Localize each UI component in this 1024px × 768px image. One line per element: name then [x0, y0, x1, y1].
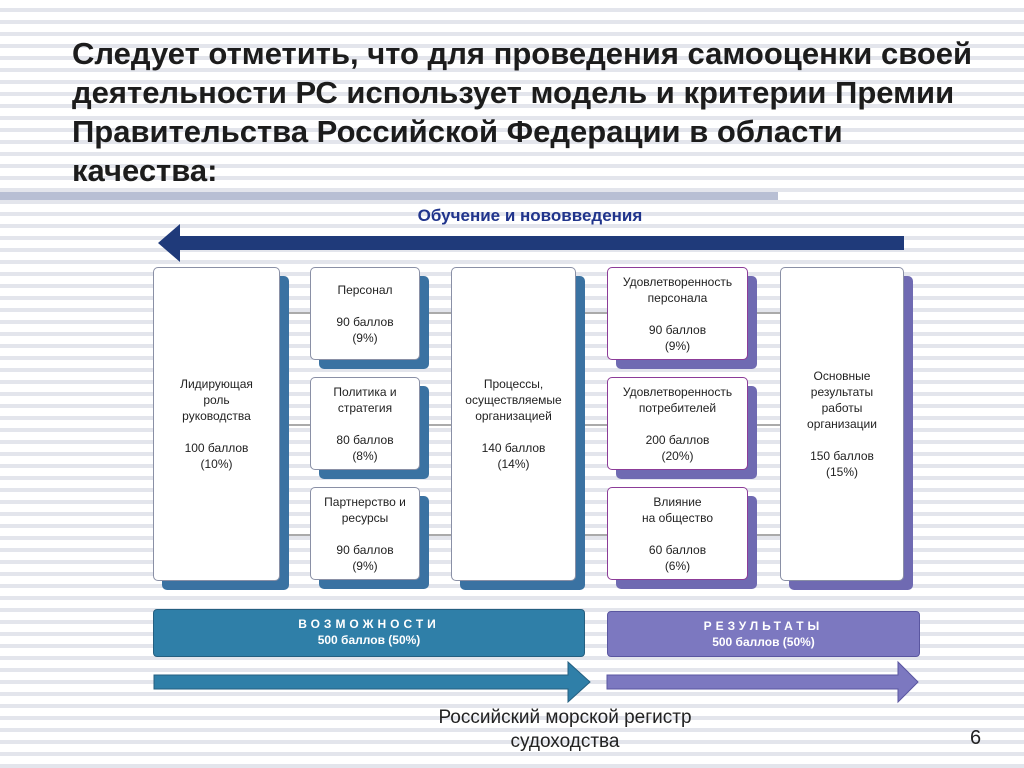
box-leadership: Лидирующая роль руководства 100 баллов (… — [153, 267, 280, 581]
footer-organization: Российский морской регистр судоходства — [438, 707, 692, 752]
key-results-score: 150 баллов (15%) — [810, 449, 874, 479]
enablers-band: ВОЗМОЖНОСТИ 500 баллов (50%) — [153, 609, 585, 657]
results-title: РЕЗУЛЬТАТЫ — [703, 619, 824, 633]
box-personnel-satisfaction: Удовлетворенность персонала 90 баллов (9… — [607, 267, 748, 360]
partnership-score: 90 баллов (9%) — [336, 542, 394, 573]
enablers-title: ВОЗМОЖНОСТИ — [298, 617, 440, 631]
society-impact-score: 60 баллов (6%) — [648, 542, 707, 573]
box-personnel: Персонал 90 баллов (9%) — [310, 267, 420, 360]
leadership-label: Лидирующая роль руководства — [180, 377, 253, 423]
customer-satisfaction-score: 200 баллов (20%) — [645, 432, 710, 463]
learning-arrow — [158, 224, 904, 262]
key-results-label: Основные результаты работы организации — [807, 369, 877, 431]
policy-score: 80 баллов (8%) — [336, 432, 394, 463]
box-customer-satisfaction: Удовлетворенность потребителей 200 балло… — [607, 377, 748, 470]
results-score: 500 баллов (50%) — [712, 635, 815, 649]
processes-score: 140 баллов (14%) — [481, 441, 546, 471]
society-impact-label: Влияние на общество — [641, 494, 713, 525]
enablers-arrow — [153, 660, 591, 704]
box-partnership: Партнерство и ресурсы 90 баллов (9%) — [310, 487, 420, 580]
processes-label: Процессы, осуществляемые организацией — [465, 377, 562, 423]
enablers-score: 500 баллов (50%) — [317, 633, 421, 647]
partnership-label: Партнерство и ресурсы — [324, 494, 406, 525]
personnel-label: Персонал — [337, 282, 393, 297]
leadership-score: 100 баллов (10%) — [184, 441, 249, 471]
box-key-results: Основные результаты работы организации 1… — [780, 267, 904, 581]
title-underline — [0, 192, 778, 200]
box-processes: Процессы, осуществляемые организацией 14… — [451, 267, 576, 581]
personnel-satisfaction-label: Удовлетворенность персонала — [622, 274, 733, 305]
policy-label: Политика и стратегия — [333, 384, 397, 415]
personnel-score: 90 баллов (9%) — [336, 314, 394, 345]
results-band: РЕЗУЛЬТАТЫ 500 баллов (50%) — [607, 611, 920, 657]
box-society-impact: Влияние на общество 60 баллов (6%) — [607, 487, 748, 580]
page-number: 6 — [970, 727, 982, 749]
box-policy: Политика и стратегия 80 баллов (8%) — [310, 377, 420, 470]
learning-arrow-label: Обучение и нововведения — [417, 206, 643, 225]
customer-satisfaction-label: Удовлетворенность потребителей — [622, 384, 733, 415]
personnel-satisfaction-score: 90 баллов (9%) — [648, 322, 707, 353]
connector-lines — [280, 312, 780, 536]
results-arrow — [606, 660, 919, 704]
slide-title: Следует отметить, что для проведения сам… — [72, 36, 973, 188]
